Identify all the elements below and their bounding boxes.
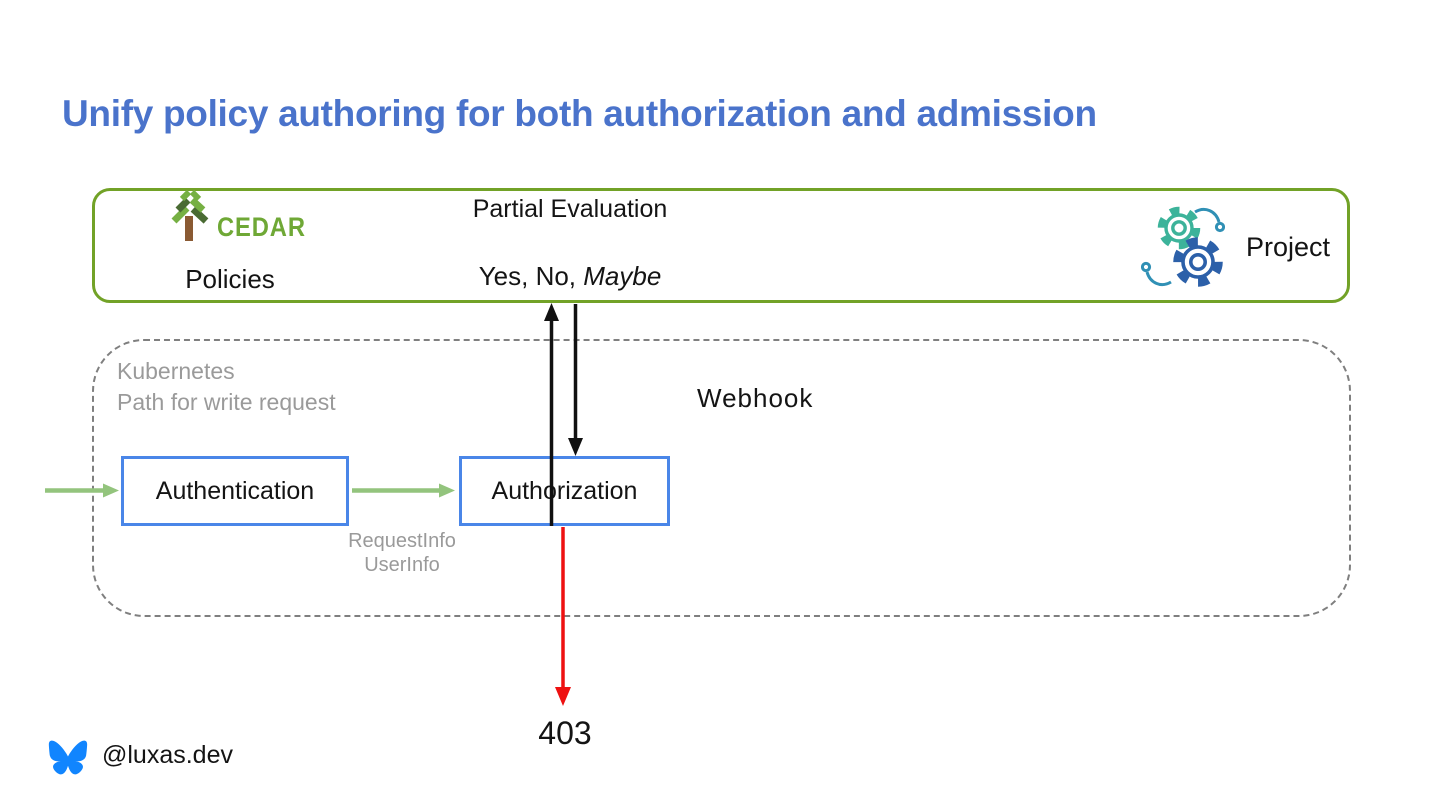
bluesky-handle: @luxas.dev bbox=[102, 741, 233, 769]
maybe-italic: Maybe bbox=[583, 261, 662, 291]
gears-icon bbox=[1141, 206, 1225, 287]
authentication-box-label: Authentication bbox=[155, 476, 315, 505]
cedar-logo-wordmark: CEDAR bbox=[217, 212, 306, 242]
authorization-box: Authorization bbox=[459, 456, 670, 526]
partial-evaluation-label: Partial Evaluation bbox=[472, 195, 668, 223]
policies-label: Policies bbox=[185, 264, 275, 294]
authorization-box-label: Authorization bbox=[491, 476, 638, 505]
webhook-label: Webhook bbox=[697, 383, 814, 413]
requestinfo-line: RequestInfo bbox=[348, 530, 456, 552]
bluesky-icon bbox=[48, 740, 88, 775]
project-label: Project bbox=[1246, 232, 1331, 262]
yes-no-prefix: Yes, No, bbox=[478, 261, 584, 291]
requestinfo-userinfo-annotation: RequestInfo UserInfo bbox=[322, 529, 482, 577]
cedar-tree-icon bbox=[171, 189, 209, 241]
kubernetes-heading-line1: Kubernetes bbox=[117, 358, 235, 384]
yes-no-maybe-label: Yes, No, Maybe bbox=[440, 261, 700, 292]
kubernetes-heading-line2: Path for write request bbox=[117, 389, 336, 415]
cedar-panel bbox=[92, 188, 1350, 303]
slide-title: Unify policy authoring for both authoriz… bbox=[62, 93, 1097, 134]
response-code-403: 403 bbox=[538, 715, 592, 751]
kubernetes-panel bbox=[92, 339, 1351, 617]
cedar-logo: CEDAR bbox=[170, 186, 318, 243]
kubernetes-heading: Kubernetes Path for write request bbox=[117, 356, 336, 418]
authentication-box: Authentication bbox=[121, 456, 349, 526]
userinfo-line: UserInfo bbox=[364, 554, 440, 576]
